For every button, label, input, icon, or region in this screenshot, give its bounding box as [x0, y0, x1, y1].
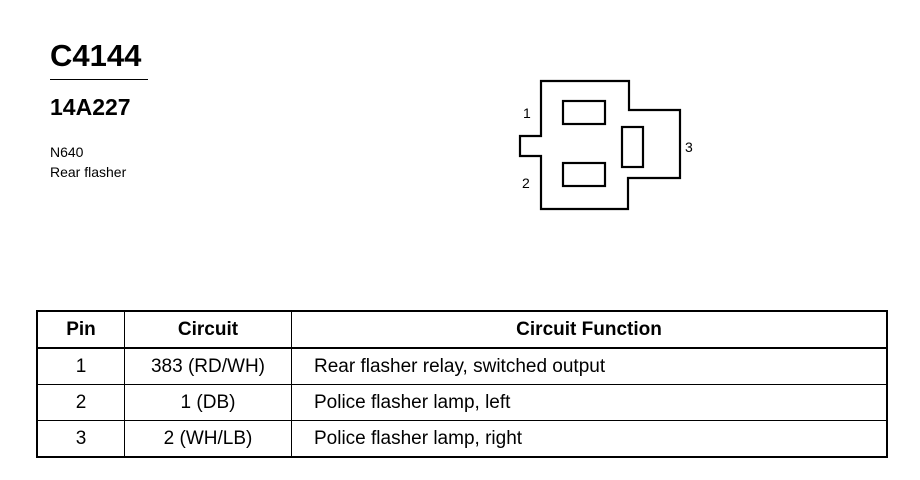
table-header-row: Pin Circuit Circuit Function [36, 310, 888, 349]
cell-function: Rear flasher relay, switched output [291, 347, 888, 385]
cell-pin: 2 [36, 384, 125, 421]
pin-label-2: 2 [522, 175, 530, 191]
table-row: 3 2 (WH/LB) Police flasher lamp, right [36, 420, 888, 458]
location-code: N640 [50, 144, 84, 160]
cell-circuit: 383 (RD/WH) [124, 347, 292, 385]
location-description: Rear flasher [50, 164, 127, 180]
pin-2-cavity [561, 161, 607, 188]
cell-pin: 1 [36, 347, 125, 385]
connector-face-diagram: 1 2 3 [518, 79, 693, 211]
cell-circuit: 1 (DB) [124, 384, 292, 421]
pin-1-cavity [561, 99, 607, 126]
cell-function: Police flasher lamp, left [291, 384, 888, 421]
pin-3-cavity [620, 125, 645, 169]
header-circuit-function: Circuit Function [291, 310, 888, 349]
header-circuit: Circuit [124, 310, 292, 349]
pin-label-3: 3 [685, 139, 693, 155]
header-pin: Pin [36, 310, 125, 349]
table-row: 2 1 (DB) Police flasher lamp, left [36, 384, 888, 421]
title-rule [50, 79, 148, 80]
cell-pin: 3 [36, 420, 125, 458]
connector-id: C4144 [50, 38, 142, 73]
table-row: 1 383 (RD/WH) Rear flasher relay, switch… [36, 347, 888, 385]
pin-label-1: 1 [523, 105, 531, 121]
pin-table: Pin Circuit Circuit Function 1 383 (RD/W… [36, 310, 888, 458]
part-number: 14A227 [50, 94, 131, 120]
cell-function: Police flasher lamp, right [291, 420, 888, 458]
cell-circuit: 2 (WH/LB) [124, 420, 292, 458]
connector-housing [518, 79, 682, 211]
